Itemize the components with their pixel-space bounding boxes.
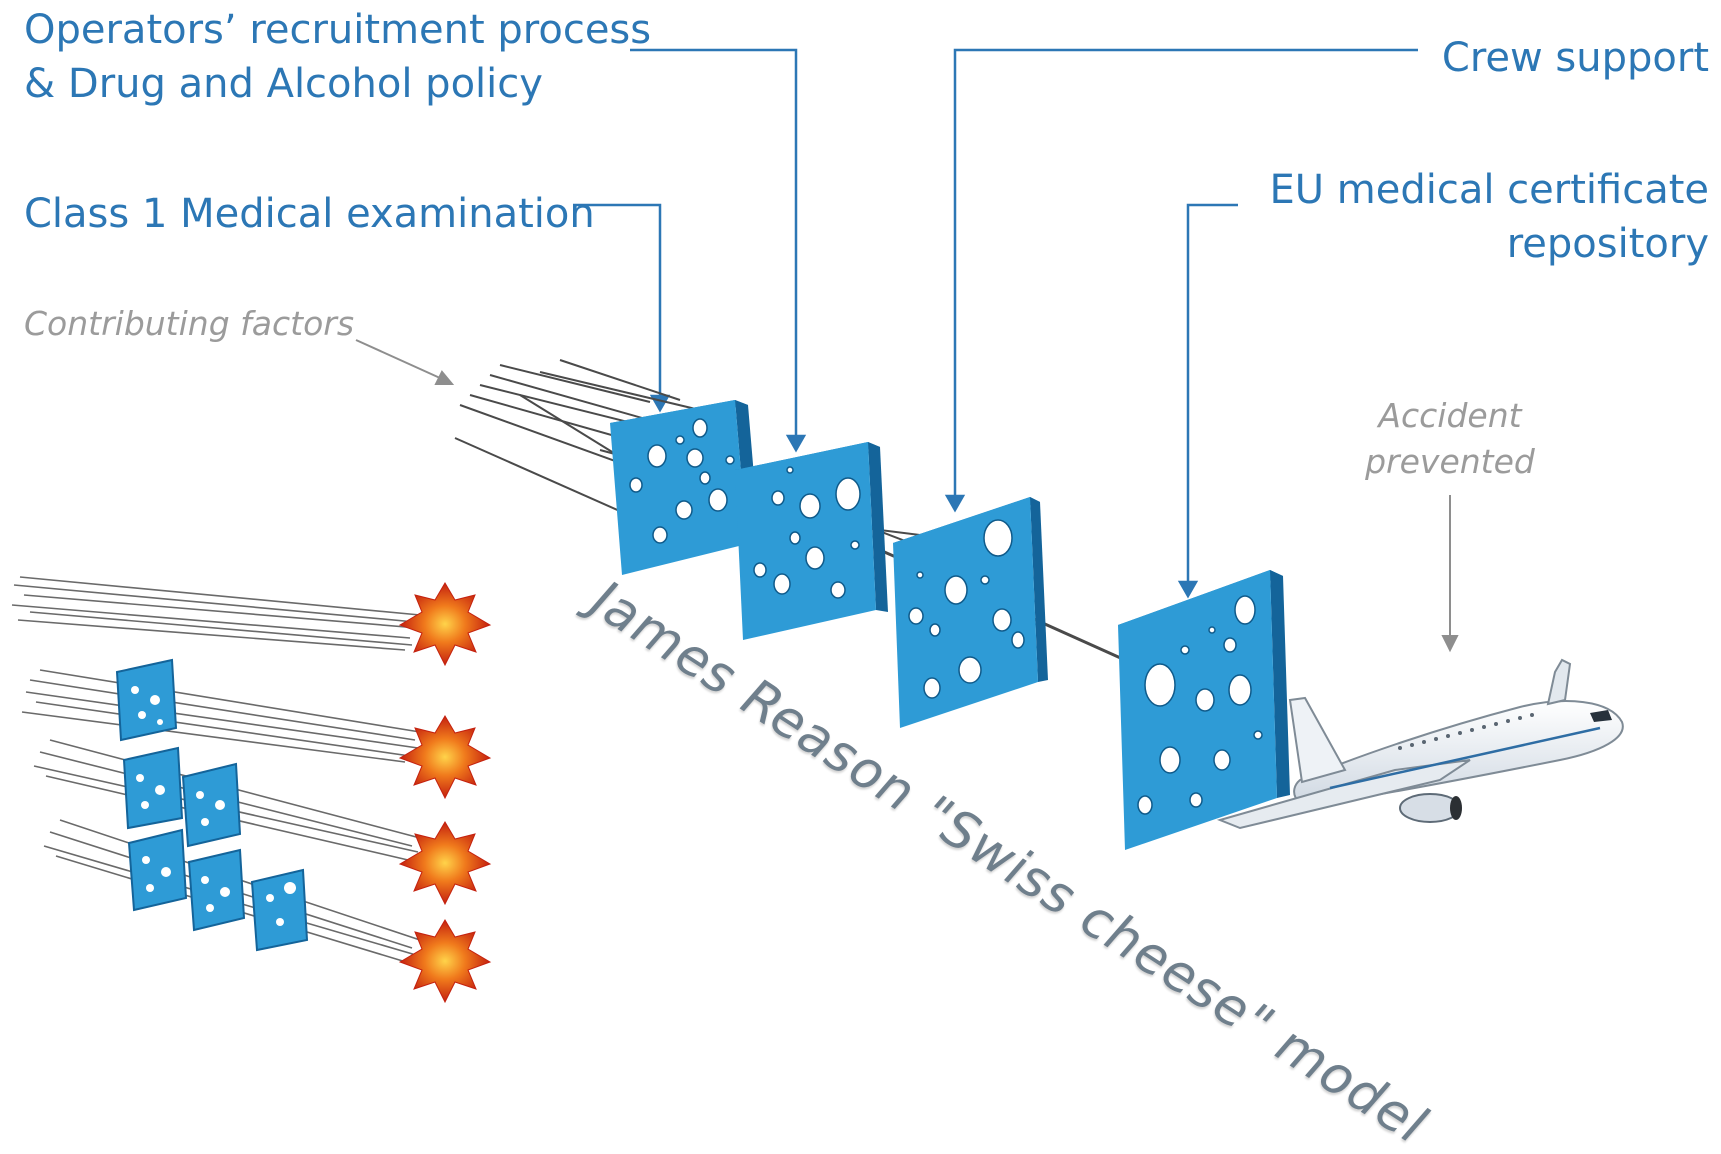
note-arrows (355, 339, 1459, 653)
airplane-cockpit (1590, 710, 1612, 722)
explosion-3 (398, 821, 492, 906)
barrier-slice-1 (610, 400, 760, 575)
connector-recruitment (630, 48, 798, 436)
explosion-icon (398, 582, 492, 1004)
barrier-slice-3 (893, 497, 1048, 728)
airplane-wing (1216, 759, 1471, 830)
explosion-4 (398, 919, 492, 1004)
airplane-windows (1398, 713, 1534, 750)
label-class1-medical: Class 1 Medical examination (24, 191, 595, 237)
accident-arrowhead (1441, 635, 1459, 653)
barrier-slice-4 (1118, 570, 1290, 850)
barrier-slice-2 (735, 442, 888, 640)
callout-connectors (573, 48, 1418, 599)
label-eu-cert-line1: EU medical certificate (1269, 167, 1709, 213)
label-crew-support: Crew support (1441, 35, 1709, 81)
connector-recruitment-arrowhead (785, 434, 807, 453)
contributing-arrow-line (355, 339, 441, 379)
swiss-cheese-diagram (11, 48, 1624, 1004)
label-eu-cert-line2: repository (1506, 221, 1709, 267)
airplane-icon (1216, 658, 1624, 830)
label-recruitment-line2: & Drug and Alcohol policy (24, 61, 543, 107)
contributing-arrowhead (434, 370, 455, 385)
label-recruitment-line1: Operators’ recruitment process (24, 7, 652, 53)
airplane-winglet (1546, 658, 1572, 706)
mini-slice (115, 658, 309, 952)
connector-eu (1186, 203, 1238, 582)
connector-crew-arrowhead (944, 494, 966, 513)
airplane-tail (1288, 696, 1347, 784)
label-accident-line2: prevented (1365, 442, 1535, 481)
failure-scenarios (11, 576, 492, 1004)
connector-eu-arrowhead (1177, 580, 1199, 599)
connector-class1 (573, 203, 662, 396)
explosion-2 (398, 715, 492, 800)
connector-crew (953, 48, 1418, 496)
label-accident-line1: Accident (1378, 396, 1522, 435)
label-contributing-factors: Contributing factors (24, 304, 355, 343)
mini-slices (115, 658, 309, 952)
explosion-1 (398, 582, 492, 667)
connector-class1-arrowhead (649, 394, 671, 413)
